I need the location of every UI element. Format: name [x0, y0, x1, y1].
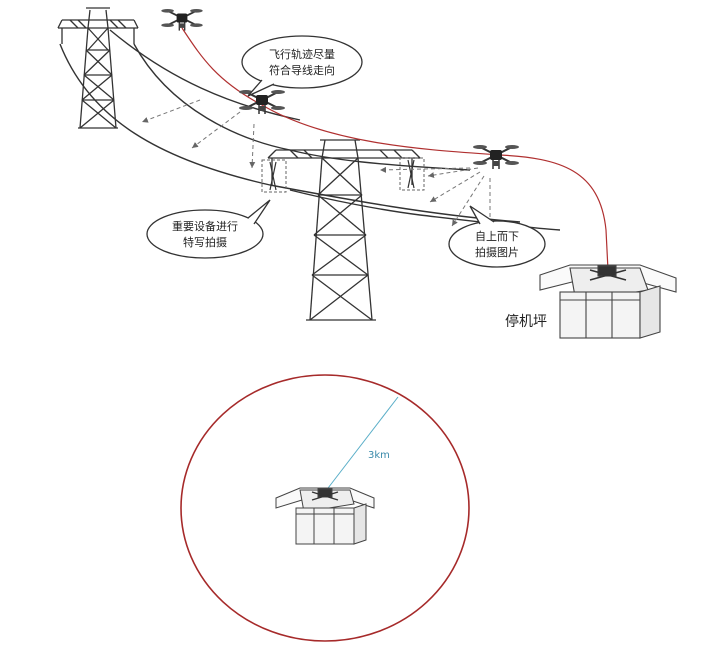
drone-icon: [160, 8, 204, 32]
drone-icon: [238, 89, 286, 115]
landing-pad-label: 停机坪: [505, 313, 547, 330]
drone-icon: [472, 144, 520, 170]
coverage-circle: [180, 374, 470, 642]
callout-key-equipment: 重要设备进行 特写拍摄: [146, 199, 271, 259]
callout-top-down-line2: 拍摄图片: [475, 245, 519, 259]
callout-top-down-line1: 自上而下: [475, 230, 519, 243]
insulator-highlight-right: [399, 157, 425, 191]
insulator-highlight-left: [261, 159, 287, 193]
callout-flight-path-line2: 符合导线走向: [269, 63, 335, 77]
callout-flight-path-line1: 飞行轨迹尽量: [269, 47, 335, 61]
right-transmission-tower: [267, 139, 421, 321]
landing-pad-station: [539, 264, 677, 339]
callout-flight-path: 飞行轨迹尽量 符合导线走向: [241, 35, 363, 97]
callout-key-equipment-line1: 重要设备进行: [172, 219, 238, 233]
coverage-radius-label: 3km: [368, 450, 390, 461]
left-transmission-tower: [57, 7, 139, 129]
callout-top-down: 自上而下 拍摄图片: [448, 205, 546, 268]
landing-pad-station-center: [275, 487, 375, 545]
callout-key-equipment-line2: 特写拍摄: [183, 235, 227, 249]
coverage-radius-line: [324, 396, 399, 493]
flight-path: [181, 27, 609, 271]
